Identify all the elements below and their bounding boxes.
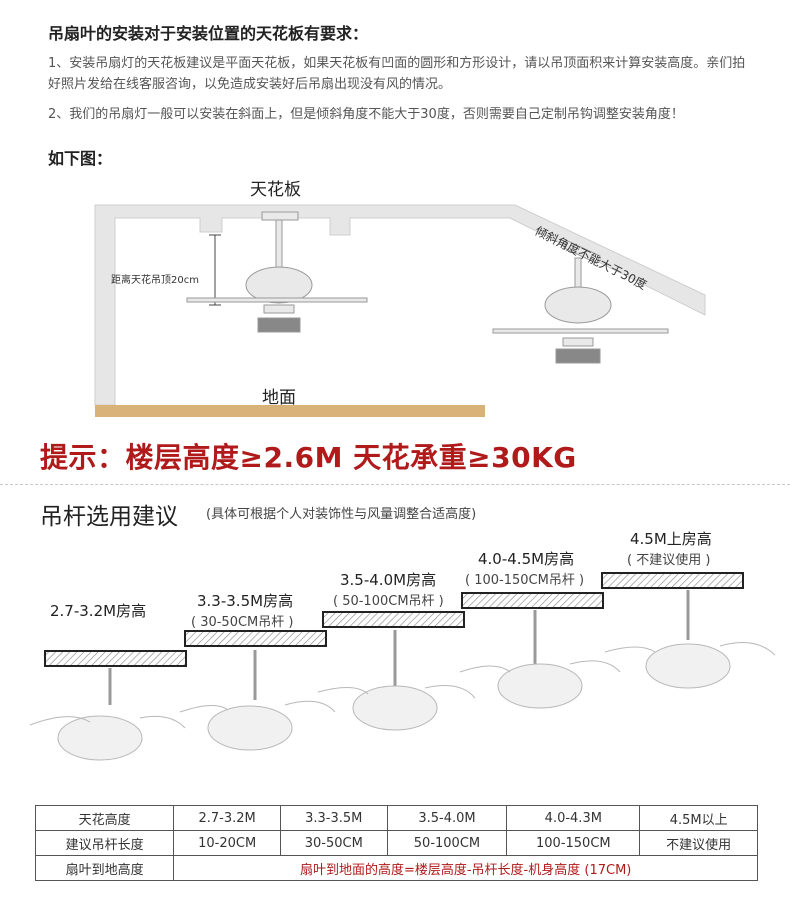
- table-row: 建议吊杆长度 10-20CM 30-50CM 50-100CM 100-150C…: [34, 830, 758, 856]
- step-5-range: 4.5M上房高: [630, 530, 712, 548]
- distance-label: 距离天花吊顶20cm: [111, 275, 199, 286]
- page-heading: 吊扇叶的安装对于安装位置的天花板有要求：: [48, 24, 369, 43]
- step-4-rod: ( 100-150CM吊杆 ): [465, 573, 585, 588]
- rod-steps-illustration: [29, 572, 776, 761]
- fan-1: [29, 668, 186, 761]
- table-cell: 100-150CM: [506, 830, 641, 856]
- table-cell: 建议吊杆长度: [34, 830, 175, 856]
- table-cell: 扇叶到地高度: [34, 855, 175, 881]
- step-ceiling-1: [44, 650, 187, 667]
- table-cell: 30-50CM: [279, 830, 388, 856]
- step-3-rod: ( 50-100CM吊杆 ): [333, 594, 444, 609]
- subheading: 如下图：: [48, 149, 113, 168]
- table-cell: 4.0-4.3M: [506, 805, 641, 831]
- installation-diagram: [94, 204, 706, 417]
- table-row: 扇叶到地高度 扇叶到地面的高度=楼层高度-吊杆长度-机身高度 (17CM): [34, 855, 758, 881]
- table-cell: 2.7-3.2M: [173, 805, 281, 831]
- table-row: 天花高度 2.7-3.2M 3.3-3.5M 3.5-4.0M 4.0-4.3M…: [34, 805, 758, 831]
- fan-5: [604, 590, 776, 689]
- step-ceiling-4: [461, 592, 604, 609]
- table-cell: 不建议使用: [639, 830, 758, 856]
- table-cell: 10-20CM: [173, 830, 281, 856]
- ceiling-outline: [94, 204, 706, 406]
- table-cell: 50-100CM: [386, 830, 508, 856]
- table-cell-formula: 扇叶到地面的高度=楼层高度-吊杆长度-机身高度 (17CM): [173, 855, 758, 881]
- section-note: (具体可根据个人对装饰性与风量调整合适高度): [206, 507, 477, 522]
- step-ceiling-3: [322, 611, 465, 628]
- step-1-range: 2.7-3.2M房高: [50, 602, 147, 620]
- fan-3: [317, 630, 476, 731]
- step-4-range: 4.0-4.5M房高: [478, 550, 575, 568]
- section-divider: [0, 484, 790, 485]
- table-cell: 3.5-4.0M: [386, 805, 508, 831]
- section-title: 吊杆选用建议: [40, 504, 178, 530]
- tip-banner: 提示：楼层高度≥2.6M 天花承重≥30KG: [40, 441, 577, 474]
- step-ceiling-2: [184, 630, 327, 647]
- step-3-range: 3.5-4.0M房高: [340, 571, 437, 589]
- floor-label: 地面: [262, 388, 296, 408]
- table-cell: 天花高度: [34, 805, 175, 831]
- step-2-range: 3.3-3.5M房高: [197, 592, 294, 610]
- paragraph-2: 2、我们的吊扇灯一般可以安装在斜面上，但是倾斜角度不能大于30度，否则需要自己定…: [48, 107, 684, 122]
- table-cell: 3.3-3.5M: [279, 805, 388, 831]
- table-cell: 4.5M以上: [639, 805, 758, 831]
- step-2-rod: ( 30-50CM吊杆 ): [191, 615, 294, 630]
- step-5-rod: ( 不建议使用 ): [627, 553, 711, 568]
- ceiling-fan-flat: [186, 211, 368, 333]
- ceiling-label: 天花板: [250, 180, 301, 200]
- paragraph-1: 1、安装吊扇灯的天花板建议是平面天花板，如果天花板有凹面的圆形和方形设计，请以吊…: [48, 56, 746, 92]
- ceiling-fan-sloped: [492, 240, 669, 364]
- fan-4: [459, 610, 621, 709]
- spec-table: 天花高度 2.7-3.2M 3.3-3.5M 3.5-4.0M 4.0-4.3M…: [34, 805, 758, 881]
- fan-2: [179, 650, 336, 751]
- floor-bar: [95, 405, 485, 417]
- step-ceiling-5: [601, 572, 744, 589]
